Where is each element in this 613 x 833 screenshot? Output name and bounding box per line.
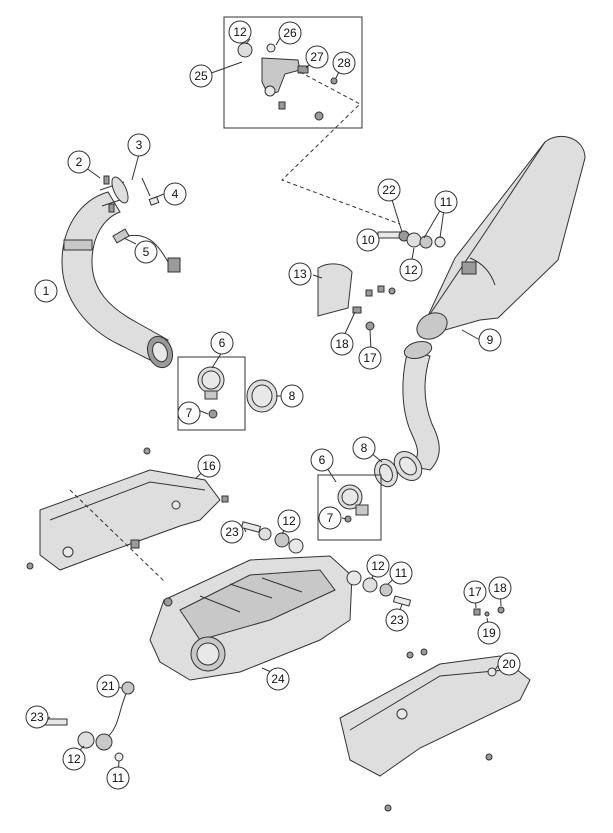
callout-12-upper: 12 <box>399 258 423 282</box>
svg-text:8: 8 <box>361 441 368 455</box>
callout-6-lower: 6 <box>310 448 334 472</box>
main-muffler <box>149 555 362 681</box>
callout-18-lower: 18 <box>488 576 512 600</box>
svg-text:2: 2 <box>76 155 83 169</box>
callout-20: 20 <box>497 652 521 676</box>
silencer <box>416 135 586 340</box>
callout-6-upper: 6 <box>210 331 234 355</box>
svg-text:3: 3 <box>136 138 143 152</box>
svg-text:18: 18 <box>335 337 349 351</box>
svg-text:6: 6 <box>319 453 326 467</box>
callout-21: 21 <box>96 674 120 698</box>
svg-text:12: 12 <box>371 559 385 573</box>
callout-23-left: 23 <box>220 520 244 544</box>
svg-text:20: 20 <box>502 657 516 671</box>
callout-11-right: 11 <box>389 561 413 585</box>
svg-text:28: 28 <box>337 56 351 70</box>
callout-4: 4 <box>163 182 187 206</box>
svg-text:18: 18 <box>493 581 507 595</box>
svg-text:11: 11 <box>112 771 125 785</box>
svg-text:23: 23 <box>225 525 239 539</box>
svg-text:13: 13 <box>293 267 307 281</box>
svg-text:12: 12 <box>282 514 296 528</box>
callout-7-upper: 7 <box>177 401 201 425</box>
callout-11-upper: 11 <box>434 190 458 214</box>
small-fasteners-lower <box>473 606 505 617</box>
heat-shield-small <box>317 263 353 317</box>
svg-text:12: 12 <box>404 263 418 277</box>
svg-text:25: 25 <box>194 69 208 83</box>
svg-text:10: 10 <box>361 233 375 247</box>
callout-17-upper: 17 <box>358 346 382 370</box>
callout-12-right: 12 <box>366 554 390 578</box>
svg-text:24: 24 <box>271 672 285 686</box>
svg-text:21: 21 <box>101 679 115 693</box>
callout-23-right: 23 <box>385 608 409 632</box>
callout-18-upper: 18 <box>330 332 354 356</box>
callout-22: 22 <box>377 178 401 202</box>
gasket-ring-lower <box>374 458 398 488</box>
callout-8-upper: 8 <box>280 384 304 408</box>
mount-bolt-set <box>377 230 446 249</box>
svg-text:9: 9 <box>487 333 494 347</box>
oxygen-sensor <box>112 228 181 273</box>
callout-10: 10 <box>356 228 380 252</box>
svg-text:17: 17 <box>363 351 377 365</box>
svg-text:17: 17 <box>468 585 482 599</box>
callout-2: 2 <box>67 150 91 174</box>
heat-shield-right <box>339 648 531 812</box>
svg-text:12: 12 <box>233 25 247 39</box>
callout-23-bottom: 23 <box>25 705 49 729</box>
callout-9: 9 <box>478 328 502 352</box>
gasket-parts <box>103 175 160 213</box>
callout-12-mid: 12 <box>277 509 301 533</box>
small-fasteners-upper <box>352 285 396 331</box>
svg-text:11: 11 <box>440 195 453 209</box>
callout-28: 28 <box>332 51 356 75</box>
clamp-group-upper <box>177 356 246 431</box>
svg-text:12: 12 <box>67 752 81 766</box>
callout-12-bracket: 12 <box>228 20 252 44</box>
svg-text:7: 7 <box>186 406 193 420</box>
svg-text:26: 26 <box>283 26 297 40</box>
callout-16: 16 <box>197 454 221 478</box>
muffler-bolts <box>240 521 412 607</box>
svg-text:4: 4 <box>172 187 179 201</box>
svg-text:1: 1 <box>43 284 50 298</box>
svg-text:19: 19 <box>482 626 496 640</box>
callout-1: 1 <box>34 279 58 303</box>
callout-7-lower: 7 <box>318 506 342 530</box>
callout-11-bottom: 11 <box>106 766 130 790</box>
svg-text:5: 5 <box>143 245 150 259</box>
svg-text:23: 23 <box>30 710 44 724</box>
svg-text:23: 23 <box>390 613 404 627</box>
callout-3: 3 <box>127 133 151 157</box>
callout-17-lower: 17 <box>463 580 487 604</box>
svg-text:6: 6 <box>219 336 226 350</box>
svg-text:27: 27 <box>310 50 324 64</box>
heat-shield-left <box>26 447 229 583</box>
sensor-cable <box>44 681 135 762</box>
bracket-group <box>223 16 401 225</box>
callout-19: 19 <box>477 621 501 645</box>
header-pipe <box>61 181 174 369</box>
callout-27: 27 <box>305 45 329 69</box>
svg-text:16: 16 <box>202 459 216 473</box>
callout-25: 25 <box>189 64 213 88</box>
callout-8-lower: 8 <box>352 436 376 460</box>
gasket-ring-upper <box>246 379 278 413</box>
callout-13: 13 <box>288 262 312 286</box>
callout-26: 26 <box>278 21 302 45</box>
link-pipe <box>393 340 440 481</box>
callout-24: 24 <box>266 667 290 691</box>
svg-text:8: 8 <box>289 389 296 403</box>
callout-5: 5 <box>134 240 158 264</box>
svg-text:7: 7 <box>327 511 334 525</box>
svg-text:22: 22 <box>382 183 396 197</box>
clamp-group-lower <box>317 474 382 541</box>
callout-12-bottom: 12 <box>62 747 86 771</box>
svg-text:11: 11 <box>395 566 408 580</box>
